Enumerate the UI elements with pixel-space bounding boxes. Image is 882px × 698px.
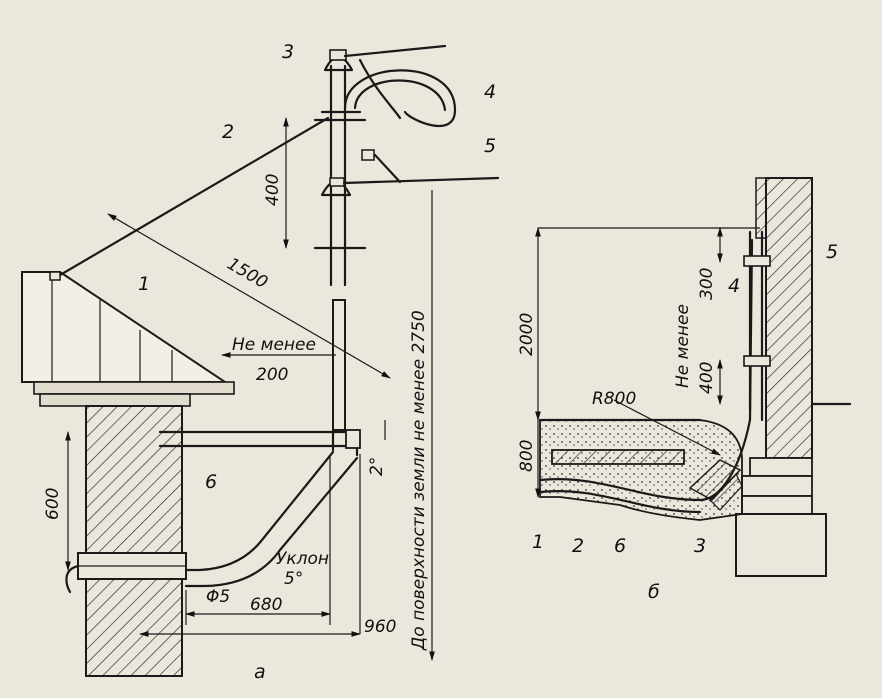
figure-a: 1 2 3 4 5 6 400 1500 Не менее 200 600 Ук… (21, 41, 500, 683)
caption-b: б (648, 581, 660, 603)
dim-400-b: 400 (697, 362, 717, 394)
roof (21, 271, 235, 407)
dim-phi5: Φ5 (206, 587, 230, 607)
pipe-riser (329, 64, 359, 457)
building-wall-b (765, 177, 813, 459)
dim-800: 800 (517, 440, 537, 472)
wall-sleeve (65, 552, 187, 594)
label-a-5: 5 (484, 135, 496, 157)
dim-angle2: 2° (367, 457, 387, 476)
dim-not-less-a: Не менее (232, 335, 316, 355)
dim-ground-note: До поверхности земли не менее 2750 (409, 310, 429, 651)
label-b-4: 4 (728, 275, 740, 297)
figure-b: 1 2 6 3 4 5 2000 300 800 400 R800 Не мен… (517, 177, 852, 603)
dim-300: 300 (697, 268, 717, 300)
label-a-1: 1 (138, 273, 150, 295)
dim-200: 200 (256, 365, 288, 385)
dim-slope: Уклон (276, 549, 329, 569)
lower-insulator (320, 149, 500, 197)
upper-insulator (323, 44, 447, 72)
dim-600: 600 (43, 488, 63, 520)
sand-bed (539, 419, 743, 521)
label-b-2: 2 (572, 535, 584, 557)
dim-680: 680 (250, 595, 282, 615)
label-a-4: 4 (484, 81, 496, 103)
label-a-6: 6 (205, 471, 217, 493)
label-b-5: 5 (826, 241, 838, 263)
dim-400-a: 400 (263, 174, 283, 206)
label-a-3: 3 (282, 41, 294, 63)
dim-2000: 2000 (517, 313, 537, 356)
dim-slope-val: 5° (284, 569, 303, 589)
cable-b (538, 238, 754, 502)
dim-960: 960 (364, 617, 396, 637)
strut-wire (53, 116, 330, 280)
label-b-1: 1 (532, 531, 544, 553)
cable-loop (343, 69, 457, 128)
foundation (735, 457, 827, 577)
caption-a: а (254, 661, 266, 683)
horizontal-pipe (158, 429, 361, 449)
protective-slab (551, 449, 685, 465)
wall (85, 405, 183, 677)
dim-1500: 1500 (224, 254, 271, 293)
label-a-2: 2 (222, 121, 234, 143)
label-b-3: 3 (694, 535, 706, 557)
dim-r800: R800 (592, 389, 636, 409)
dim-not-less-b: Не менее (673, 304, 693, 388)
bent-pipe (184, 450, 359, 588)
label-b-6: 6 (614, 535, 626, 557)
